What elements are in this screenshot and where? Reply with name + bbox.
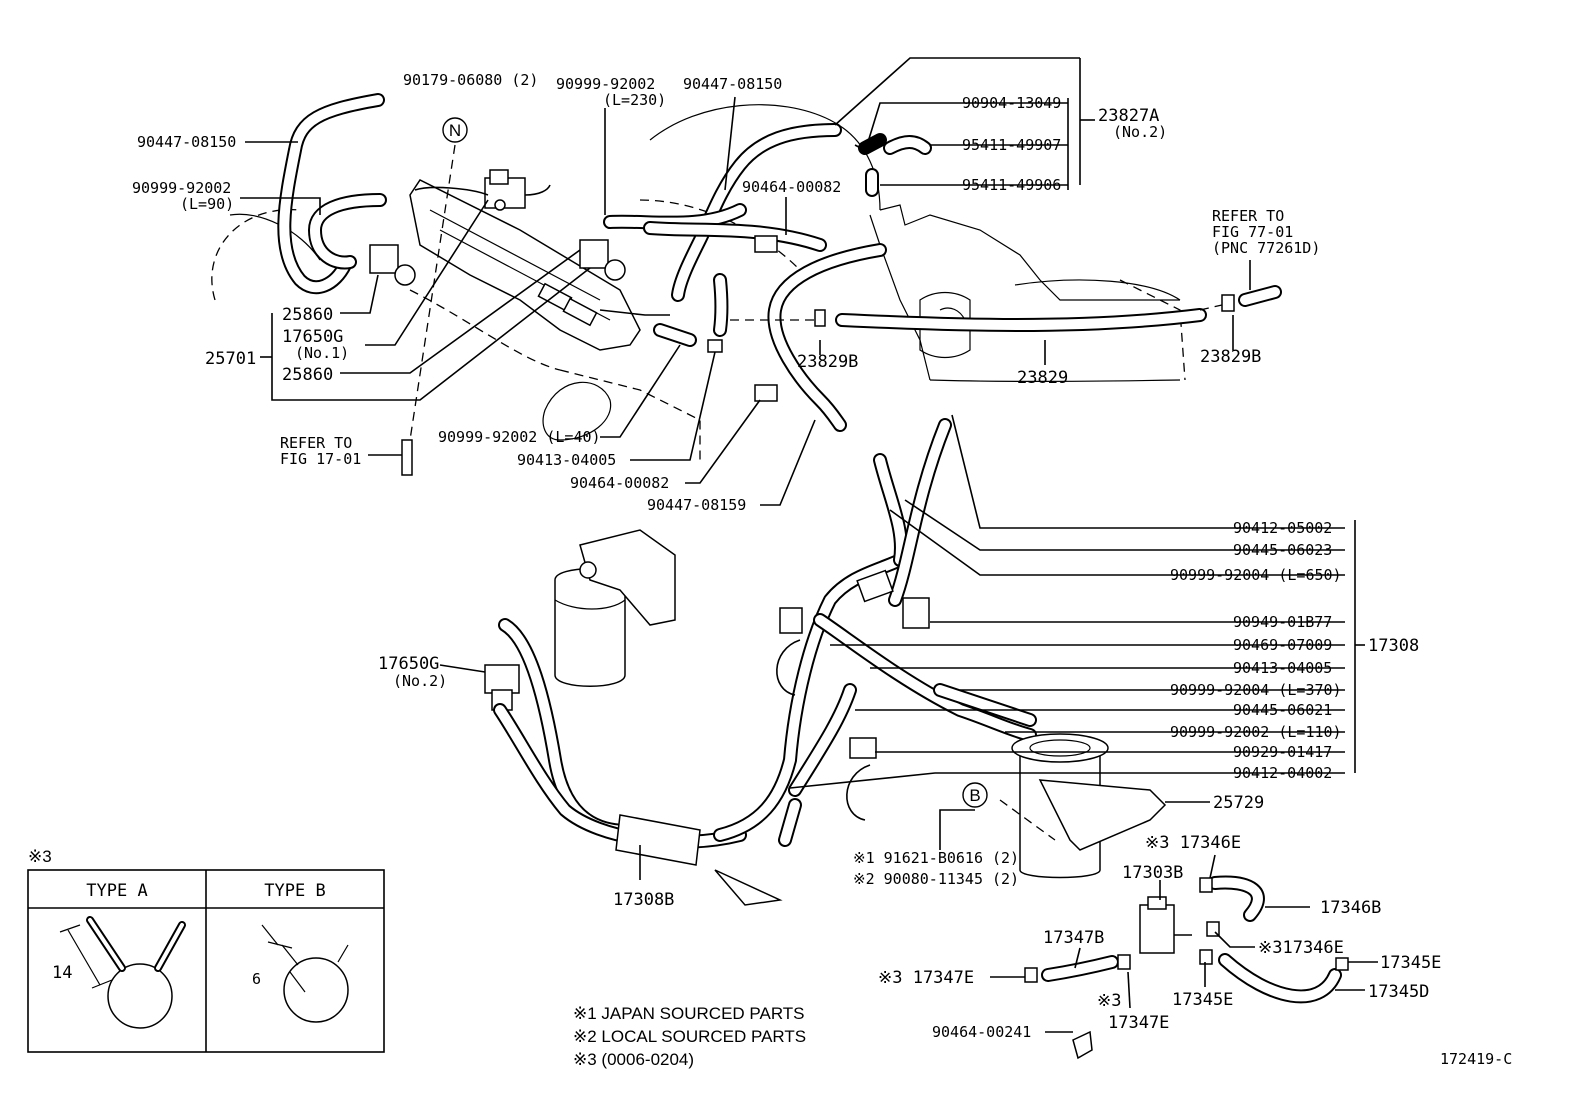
callout-17347e-b-mark: ※3 [1097, 991, 1121, 1011]
callout-90464-00241: 90464-00241 [932, 1023, 1031, 1041]
callout-17303b: 17303B [1122, 863, 1183, 883]
callout-23827a: 23827A [1098, 106, 1159, 126]
callout-25701: 25701 [205, 349, 256, 369]
callout-17308b: 17308B [613, 890, 674, 910]
type-b-clamp-drawing: 6 [252, 924, 349, 1023]
type-b-dimension: 6 [252, 970, 261, 988]
refer-fig-77-01-line3: (PNC 77261D) [1212, 239, 1320, 257]
callout-17345d: 17345D [1368, 982, 1429, 1002]
callout-90464-00082-b: 90464-00082 [570, 474, 669, 492]
callout-17308: 17308 [1368, 636, 1419, 656]
callout-90445-06023: 90445-06023 [1233, 541, 1332, 559]
callout-17347b: 17347B [1043, 928, 1104, 948]
marker-n: N [442, 117, 468, 143]
callout-25860-b: 25860 [282, 365, 333, 385]
callout-90999-92002-b: 90999-92002 [556, 75, 655, 93]
type-a-clamp-drawing: 14 [52, 916, 186, 1029]
callout-90445-06021: 90445-06021 [1233, 701, 1332, 719]
callout-90999-92002-c: 90999-92002 (L=40) [438, 428, 601, 446]
callout-95411-49906: 95411-49906 [962, 176, 1061, 194]
callout-90412-05002: 90412-05002 [1233, 519, 1332, 537]
callout-90999-92002-a-len: (L=90) [180, 195, 234, 213]
refer-fig-77-01-line2: FIG 77-01 [1212, 223, 1293, 241]
type-a-header: TYPE A [86, 881, 147, 901]
callout-17347e-a: ※3 17347E [878, 968, 974, 988]
engine-outline [211, 104, 1186, 460]
callout-90080-11345: ※2 90080-11345 (2) [853, 870, 1019, 888]
callout-91621-b0616: ※1 91621-B0616 (2) [853, 849, 1019, 867]
svg-text:N: N [449, 121, 461, 140]
callout-23829b-a: 23829B [797, 352, 858, 372]
type-b-header: TYPE B [264, 881, 325, 901]
callout-90999-92002-a: 90999-92002 [132, 179, 231, 197]
marker-b: B [962, 782, 988, 808]
callout-90999-92004-l650: 90999-92004 (L=650) [1170, 566, 1342, 584]
callout-90999-92004-l370: 90999-92004 (L=370) [1170, 681, 1342, 699]
callout-17345e-b: 17345E [1172, 990, 1233, 1010]
callout-90179-06080: 90179-06080 (2) [403, 71, 538, 89]
footnotes: ※1 JAPAN SOURCED PARTS ※2 LOCAL SOURCED … [573, 1004, 806, 1069]
callout-17346e-a: ※3 17346E [1145, 833, 1241, 853]
vacuum-bracket-assembly [369, 169, 670, 351]
callout-90447-08150-b: 90447-08150 [683, 75, 782, 93]
clamp-type-table: ※3 TYPE A TYPE B 14 6 [27, 847, 385, 1053]
callout-23827a-sub: (No.2) [1113, 123, 1167, 141]
callout-23829b-b: 23829B [1200, 347, 1261, 367]
callout-labels: 90179-06080 (2) 90447-08150 90999-92002 … [132, 71, 1512, 1068]
callout-90412-04002: 90412-04002 [1233, 764, 1332, 782]
callout-17345e-a: 17345E [1380, 953, 1441, 973]
callout-90929-01417: 90929-01417 [1233, 743, 1332, 761]
callout-17347e-b: 17347E [1108, 1013, 1169, 1033]
callout-90949-01b77: 90949-01B77 [1233, 613, 1332, 631]
callout-17346b: 17346B [1320, 898, 1381, 918]
callout-90999-92002-l110: 90999-92002 (L=110) [1170, 723, 1342, 741]
upper-hoses [277, 93, 1282, 476]
callout-95411-49907: 95411-49907 [962, 136, 1061, 154]
footnote-1: ※1 JAPAN SOURCED PARTS [573, 1004, 805, 1023]
refer-fig-77-01-line1: REFER TO [1212, 207, 1284, 225]
leader-lines [240, 57, 1378, 1033]
callout-25860-a: 25860 [282, 305, 333, 325]
callout-17346e-b: ※317346E [1258, 938, 1344, 958]
callout-23829: 23829 [1017, 368, 1068, 388]
callout-25729: 25729 [1213, 793, 1264, 813]
type-a-dimension: 14 [52, 963, 72, 983]
callout-90413-04005-b: 90413-04005 [1233, 659, 1332, 677]
figure-id-code: 172419-C [1440, 1050, 1512, 1068]
callout-90904-13049: 90904-13049 [962, 94, 1061, 112]
footnote-3: ※3 (0006-0204) [573, 1050, 694, 1069]
callout-17650g-b-sub: (No.2) [393, 672, 447, 690]
callout-90413-04005-a: 90413-04005 [517, 451, 616, 469]
callout-17650g-a-sub: (No.1) [295, 344, 349, 362]
callout-90469-07009: 90469-07009 [1233, 636, 1332, 654]
callout-17650g-a: 17650G [282, 327, 343, 347]
callout-90447-08150-a: 90447-08150 [137, 133, 236, 151]
lower-right-parts [1024, 875, 1349, 1060]
type-table-mark: ※3 [28, 847, 52, 866]
callout-90999-92002-b-len: (L=230) [603, 91, 666, 109]
refer-fig-17-01-line1: REFER TO [280, 434, 352, 452]
footnote-2: ※2 LOCAL SOURCED PARTS [573, 1027, 806, 1046]
callout-90464-00082-a: 90464-00082 [742, 178, 841, 196]
callout-90447-08159: 90447-08159 [647, 496, 746, 514]
charcoal-canister-assembly [484, 418, 1167, 906]
refer-fig-17-01-line2: FIG 17-01 [280, 450, 361, 468]
svg-text:B: B [969, 786, 980, 805]
callout-17650g-b: 17650G [378, 654, 439, 674]
